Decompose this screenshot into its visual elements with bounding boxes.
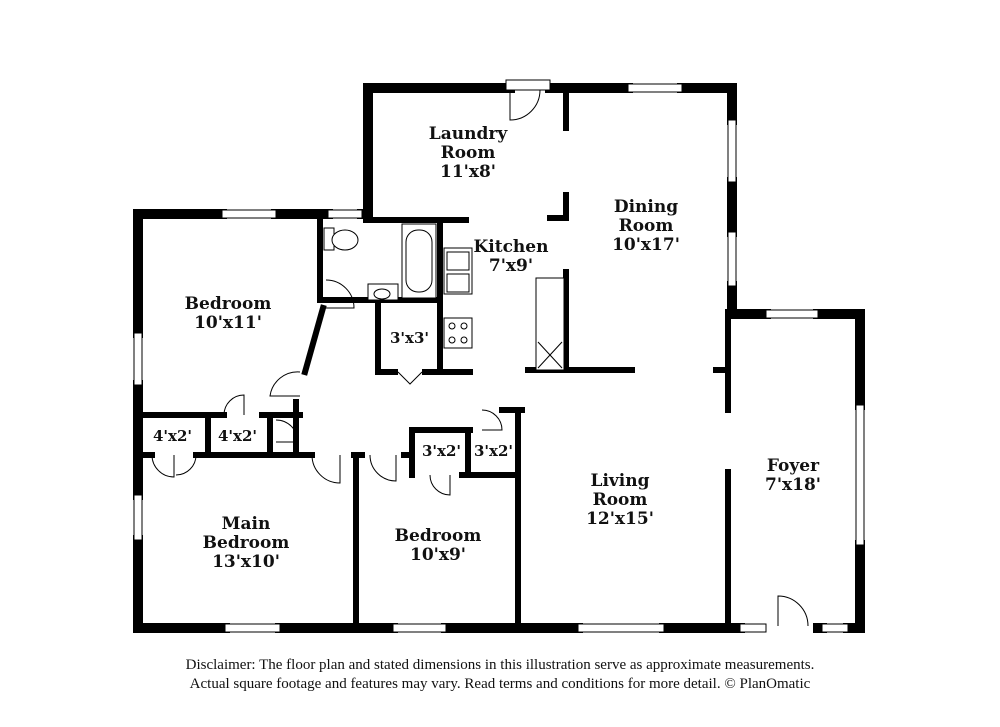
room-name: Room (618, 216, 674, 236)
closet-label: 3'x2' (474, 442, 514, 460)
closet-label: 3'x3' (390, 329, 430, 347)
toilet-bowl-icon (331, 229, 359, 251)
room-foyer-label: Foyer 7'x18' (748, 457, 838, 495)
room-bedroom-nw-label: Bedroom 10'x11' (178, 295, 278, 333)
fixtures (323, 223, 565, 371)
room-dimensions: 10'x9' (409, 545, 467, 565)
room-name: Main (221, 514, 271, 534)
room-name: Living (590, 471, 650, 491)
room-dimensions: 7'x9' (488, 256, 534, 276)
door-closet-4 (429, 474, 451, 496)
room-bedroom-s-label: Bedroom 10'x9' (388, 527, 488, 565)
room-dimensions: 11'x8' (439, 162, 497, 182)
door-hall-closet (275, 419, 299, 443)
room-dimensions: 7'x18' (764, 475, 822, 495)
disclaimer: Disclaimer: The floor plan and stated di… (0, 656, 1000, 694)
disclaimer-line-2: Actual square footage and features may v… (189, 676, 811, 692)
door-closet-5 (481, 409, 503, 431)
room-dimensions: 10'x17' (612, 235, 680, 255)
closet-3x3-door (397, 371, 423, 385)
room-main-bedroom-label: Main Bedroom 13'x10' (196, 515, 296, 572)
door-bath (325, 279, 355, 309)
room-dimensions: 13'x10' (212, 552, 280, 572)
door-bedroom-s (369, 454, 397, 482)
door-main-bedroom (311, 454, 341, 484)
room-name: Foyer (766, 456, 820, 476)
door-front (777, 595, 809, 627)
room-name: Kitchen (473, 237, 549, 257)
stove-icon (443, 317, 473, 349)
room-name: Dining (613, 197, 679, 217)
door-bedroom-nw (269, 371, 301, 397)
closet-label: 4'x2' (218, 427, 258, 445)
doors (151, 89, 809, 627)
disclaimer-line-1: Disclaimer: The floor plan and stated di… (185, 657, 815, 673)
closet-label: 4'x2' (153, 427, 193, 445)
door-closet-3 (175, 454, 197, 476)
windows (133, 79, 865, 633)
interior-walls (139, 92, 731, 627)
kitchen-counter (535, 277, 565, 371)
closet-label: 3'x2' (422, 442, 462, 460)
room-name: Bedroom (394, 526, 482, 546)
room-dining-label: Dining Room 10'x17' (596, 198, 696, 255)
room-dimensions: 10'x11' (194, 313, 262, 333)
room-kitchen-label: Kitchen 7'x9' (466, 238, 556, 276)
room-name: Room (440, 143, 496, 163)
door-laundry (509, 89, 541, 121)
room-laundry-label: Laundry Room 11'x8' (418, 125, 518, 182)
room-name: Room (592, 490, 648, 510)
room-living-label: Living Room 12'x15' (570, 472, 670, 529)
room-name: Bedroom (184, 294, 272, 314)
exterior-walls (133, 83, 865, 633)
room-dimensions: 12'x15' (586, 509, 654, 529)
room-name: Laundry (428, 124, 508, 144)
room-name: Bedroom (202, 533, 290, 553)
door-closet-1 (223, 394, 245, 416)
door-closet-2 (151, 454, 175, 478)
